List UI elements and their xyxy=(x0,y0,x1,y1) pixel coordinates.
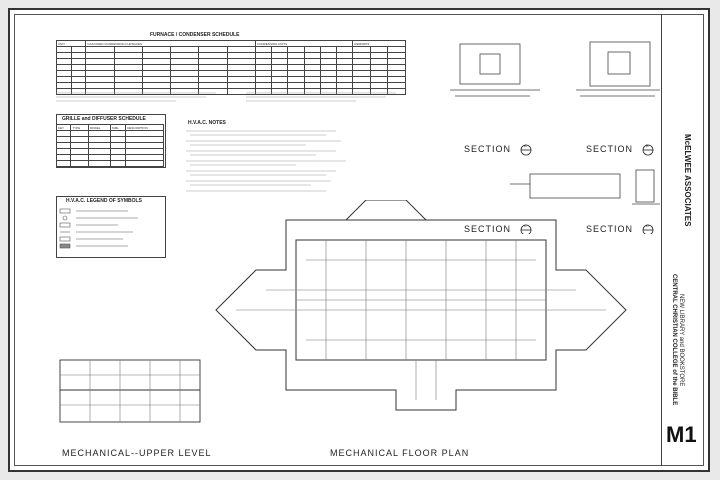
schedule-notes xyxy=(56,92,396,102)
table-row xyxy=(56,88,406,95)
floor-plan-drawing xyxy=(215,200,627,411)
hvac-notes-text xyxy=(186,130,346,192)
furnace-schedule-table: UNIT GAS FIRED CONDENSING FURNACES CONDE… xyxy=(55,40,406,95)
section-b-mark: B xyxy=(646,143,649,148)
legend-box xyxy=(56,196,166,258)
sheet-border xyxy=(14,14,704,466)
section-c-mark: C xyxy=(524,223,527,228)
grille-schedule-table: KEY TYPE MODEL SIZE DESCRIPTION xyxy=(55,124,164,167)
table-row xyxy=(55,160,164,167)
upper-level-drawing xyxy=(59,359,201,423)
drawing-sheet: FURNACE / CONDENSER SCHEDULE UNIT GAS FI… xyxy=(8,8,710,472)
title-block: McELWEE ASSOCIATES NEW LIBRARY and BOOKS… xyxy=(661,14,704,466)
table-row xyxy=(56,64,406,71)
section-d-mark: D xyxy=(646,223,649,228)
legend-symbols xyxy=(59,208,138,249)
project-name: CENTRAL CHRISTIAN COLLEGE of the BIBLE xyxy=(671,274,677,406)
project-subtitle: NEW LIBRARY and BOOKSTORE xyxy=(678,294,684,387)
firm-name: McELWEE ASSOCIATES xyxy=(683,134,692,227)
section-a-mark: A xyxy=(524,143,527,148)
section-c-label: SECTION xyxy=(464,224,512,234)
floor-plan-title: MECHANICAL FLOOR PLAN xyxy=(330,448,470,458)
section-a-label: SECTION xyxy=(464,144,512,154)
hvac-notes-title: H.V.A.C. NOTES xyxy=(188,120,226,126)
table-row xyxy=(56,82,406,89)
grille-schedule-title: GRILLE and DIFFUSER SCHEDULE xyxy=(62,116,146,122)
section-details xyxy=(450,41,660,234)
furnace-schedule-title: FURNACE / CONDENSER SCHEDULE xyxy=(150,32,240,38)
sheet-number: M1 xyxy=(666,422,697,447)
section-d-label: SECTION xyxy=(586,224,634,234)
table-row xyxy=(56,76,406,83)
legend-title: H.V.A.C. LEGEND OF SYMBOLS xyxy=(66,198,142,204)
section-b-label: SECTION xyxy=(586,144,634,154)
upper-level-title: MECHANICAL--UPPER LEVEL xyxy=(62,448,212,458)
